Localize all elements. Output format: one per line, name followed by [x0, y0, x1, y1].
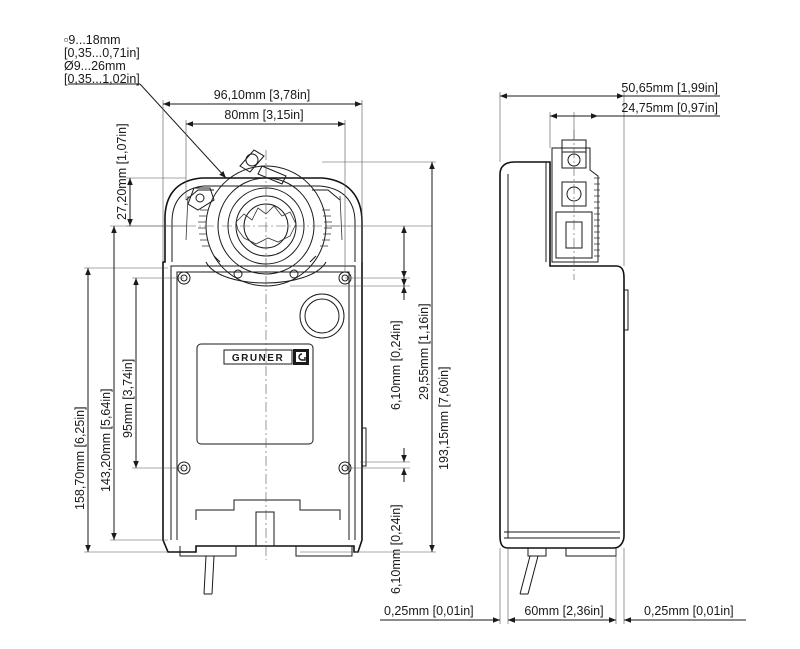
dim-right-6-top: 6,10mm [0,24in]: [389, 320, 403, 410]
shaft-spec-line2: [0,35...0,71in]: [64, 46, 140, 60]
dim-height-143: 143,20mm [5,64in]: [99, 388, 113, 492]
dim-width-mount: 80mm [3,15in]: [224, 108, 303, 122]
dim-top-offset: 27,20mm [1,07in]: [115, 123, 129, 220]
cable-gland: [255, 511, 275, 547]
cable: [203, 555, 215, 595]
dim-right-29: 29,55mm [1,16in]: [417, 303, 431, 400]
front-housing-outline: [162, 177, 363, 553]
dim-bottom-right: 0,25mm [0,01in]: [644, 604, 734, 618]
side-view: [499, 130, 629, 595]
front-view: GRUNER: [162, 149, 367, 595]
dimension-lines: [68, 83, 746, 624]
dim-bottom-left: 0,25mm [0,01in]: [384, 604, 474, 618]
side-housing-outline: [499, 161, 625, 549]
shaft-spec-line4: [0,35...1,02in]: [64, 72, 140, 86]
release-button: [299, 293, 345, 339]
brand-label: GRUNER: [232, 353, 284, 364]
dim-right-6-bottom: 6,10mm [0,24in]: [389, 504, 403, 594]
dim-height-95: 95mm [3,74in]: [121, 359, 135, 438]
shaft-spec-line1: ▫9...18mm: [64, 33, 121, 47]
dim-side-clamp: 24,75mm [0,97in]: [621, 101, 718, 115]
side-clamp: [551, 147, 599, 263]
dim-height-158: 158,70mm [6,25in]: [73, 406, 87, 510]
dim-right-193: 193,15mm [7,60in]: [437, 366, 451, 470]
label-plate: [196, 343, 314, 445]
dim-bottom-mid: 60mm [2,36in]: [524, 604, 603, 618]
dimension-labels: ▫9...18mm [0,35...0,71in] Ø9...26mm [0,3…: [64, 33, 734, 618]
dim-side-depth: 50,65mm [1,99in]: [621, 81, 718, 95]
shaft-spec-line3: Ø9...26mm: [64, 59, 126, 73]
dim-width-total: 96,10mm [3,78in]: [214, 88, 311, 102]
